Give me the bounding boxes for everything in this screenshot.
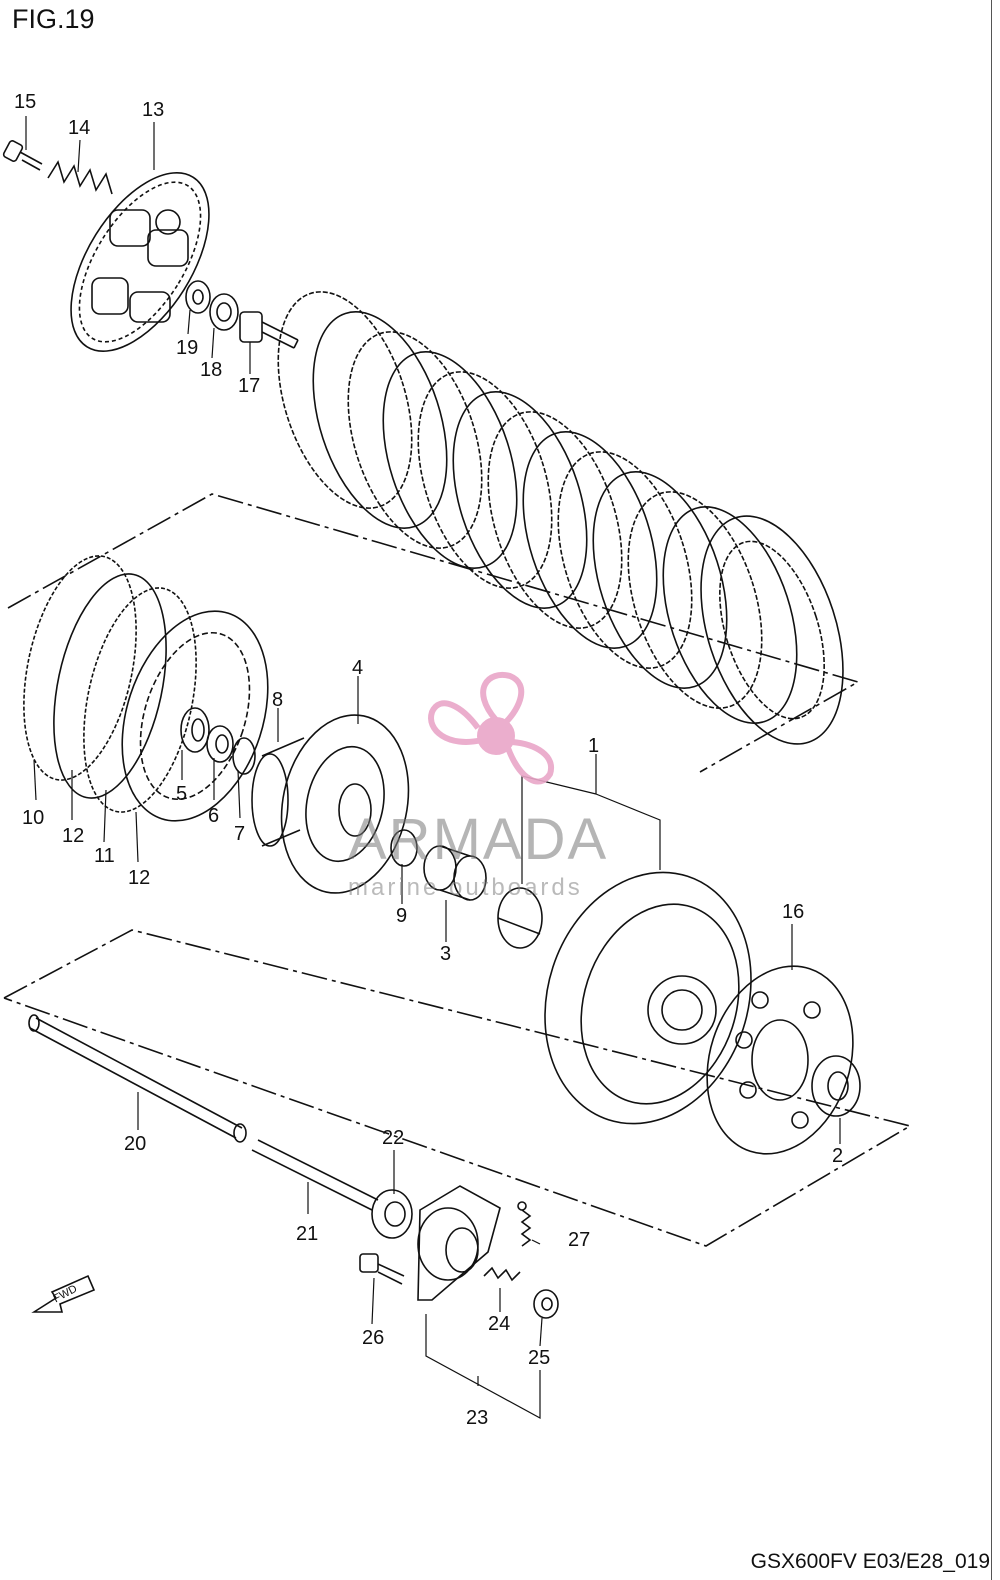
clutch-push-rod-20 bbox=[28, 1014, 247, 1143]
clutch-housing bbox=[544, 871, 752, 1125]
clutch-spring bbox=[47, 160, 113, 195]
callout-21: 21 bbox=[296, 1223, 318, 1245]
callout-27: 27 bbox=[568, 1229, 590, 1251]
thrust-washer-2 bbox=[811, 1055, 861, 1117]
clutch-sleeve-hub bbox=[121, 610, 269, 822]
callout-labels: 1 2 3 4 5 6 7 8 9 10 11 12 12 13 14 15 1… bbox=[14, 91, 843, 1429]
callout-17: 17 bbox=[238, 375, 260, 397]
watermark-brand: ARMADA bbox=[348, 807, 609, 872]
washer-19 bbox=[185, 280, 211, 314]
return-spring-27 bbox=[517, 1201, 532, 1247]
callout-10: 10 bbox=[22, 807, 44, 829]
clutch-release-assembly bbox=[417, 1185, 501, 1301]
spacer-8 bbox=[251, 737, 305, 847]
callout-24: 24 bbox=[488, 1313, 510, 1335]
primary-driven-gear bbox=[280, 714, 410, 894]
callout-11: 11 bbox=[94, 845, 115, 867]
spring-bolt bbox=[2, 140, 43, 171]
callout-1: 1 bbox=[588, 735, 599, 757]
washer-7 bbox=[232, 737, 256, 775]
washer-9 bbox=[390, 829, 418, 867]
judder-spring-plates bbox=[23, 555, 197, 813]
figure-footer-code: GSX600FV E03/E28_019 bbox=[750, 1550, 990, 1573]
callout-13: 13 bbox=[142, 99, 164, 121]
adjusting-screw-24 bbox=[483, 1266, 521, 1282]
watermark-propeller-icon bbox=[428, 671, 555, 785]
callout-2: 2 bbox=[832, 1145, 843, 1167]
callout-26: 26 bbox=[362, 1327, 384, 1349]
clutch-push-rod-21 bbox=[251, 1139, 379, 1211]
group-outline-upper bbox=[7, 493, 861, 773]
callout-16: 16 bbox=[782, 901, 804, 923]
callout-3: 3 bbox=[440, 943, 451, 965]
callout-7: 7 bbox=[234, 823, 245, 845]
callout-12b: 12 bbox=[128, 867, 150, 889]
starter-clutch-gear bbox=[706, 965, 854, 1155]
bearing-3 bbox=[423, 845, 487, 901]
callout-5: 5 bbox=[176, 783, 187, 805]
watermark-tagline: marine outboards bbox=[348, 874, 583, 901]
callout-12a: 12 bbox=[62, 825, 84, 847]
callout-23: 23 bbox=[466, 1407, 488, 1429]
lock-nut-25 bbox=[533, 1289, 559, 1319]
pressure-plate bbox=[70, 172, 210, 352]
group-outline-lower bbox=[3, 929, 913, 1247]
leader-lines bbox=[25, 116, 841, 1420]
callout-18: 18 bbox=[200, 359, 222, 381]
figure-title: FIG.19 bbox=[12, 4, 95, 34]
washer-5 bbox=[180, 707, 210, 753]
callout-25: 25 bbox=[528, 1347, 550, 1369]
callout-22: 22 bbox=[382, 1127, 404, 1149]
callout-19: 19 bbox=[176, 337, 198, 359]
callout-20: 20 bbox=[124, 1133, 146, 1155]
callout-8: 8 bbox=[272, 689, 283, 711]
callout-15: 15 bbox=[14, 91, 36, 113]
right-border bbox=[991, 0, 1000, 1580]
nut-6 bbox=[206, 725, 234, 763]
fwd-arrow-icon bbox=[31, 1274, 96, 1313]
clutch-plate-stack bbox=[277, 291, 844, 745]
callout-4: 4 bbox=[352, 657, 363, 679]
bolt-26 bbox=[359, 1253, 405, 1285]
bearing-18 bbox=[209, 293, 239, 331]
callout-14: 14 bbox=[68, 117, 90, 139]
pushrod-piece-17 bbox=[239, 311, 299, 349]
spacer-sleeve bbox=[497, 887, 543, 949]
callout-9: 9 bbox=[396, 905, 407, 927]
oil-seal-22 bbox=[371, 1189, 413, 1239]
callout-6: 6 bbox=[208, 805, 219, 827]
